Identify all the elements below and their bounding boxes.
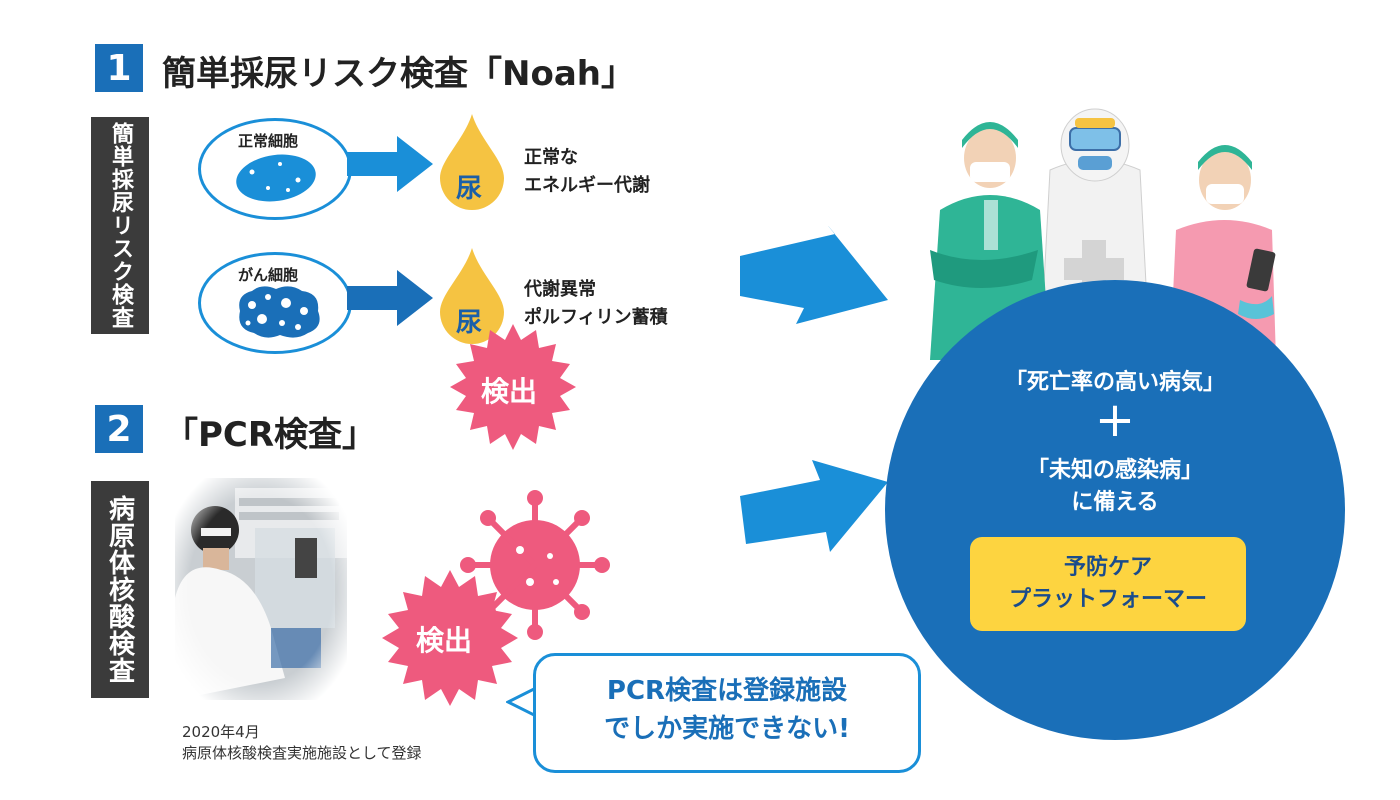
normal-desc-line2: エネルギー代謝 <box>524 175 650 196</box>
virus-icon <box>460 490 610 640</box>
caption-line2: 病原体核酸検査実施施設として登録 <box>182 744 422 762</box>
right-arrow-icon <box>740 460 888 552</box>
cancer-cell-icon <box>239 286 320 338</box>
normal-cell-icon <box>236 154 316 202</box>
speech-bubble <box>533 653 921 773</box>
right-arrow-icon <box>740 226 888 324</box>
bubble-line1: PCR検査は登録施設 <box>606 676 848 706</box>
lab-photo <box>175 478 347 700</box>
circle-line1: 「死亡率の高い病気」 <box>1004 370 1225 395</box>
normal-desc-line1: 正常な <box>524 147 578 168</box>
section1-title: 簡単採尿リスク検査「Noah」 <box>162 54 635 94</box>
section2-title: 「PCR検査」 <box>164 415 377 455</box>
urine-drop-label: 尿 <box>456 308 483 338</box>
lab-caption: 2020年4月 病原体核酸検査実施施設として登録 <box>182 722 422 764</box>
detect-badge-label: 検出 <box>416 624 473 657</box>
section2-side-label: 病原体核酸検査 <box>91 481 149 698</box>
bubble-line2: でしか実施できない! <box>604 714 850 744</box>
urine-drop-icon <box>440 114 504 210</box>
burst-badge-icon <box>382 570 518 706</box>
section1-number: 1 <box>95 44 143 92</box>
detect-badge-label: 検出 <box>481 375 538 408</box>
normal-cell-label: 正常細胞 <box>238 132 299 150</box>
care-button-line2: プラットフォーマー <box>1008 587 1207 612</box>
cancer-desc-line1: 代謝異常 <box>524 279 596 300</box>
circle-line3: に備える <box>1071 490 1159 515</box>
burst-badge-icon <box>450 324 576 450</box>
preventive-care-button: 予防ケア プラットフォーマー <box>970 537 1246 631</box>
caption-line1: 2020年4月 <box>182 723 260 741</box>
section1-side-label: 簡単採尿リスク検査 <box>91 117 149 334</box>
urine-drop-icon <box>440 248 504 344</box>
circle-line2: 「未知の感染病」 <box>1026 458 1203 483</box>
right-arrow-icon <box>347 270 433 326</box>
cancer-desc: 代謝異常 ポルフィリン蓄積 <box>524 276 668 332</box>
bubble-text: PCR検査は登録施設 でしか実施できない! <box>533 672 921 748</box>
plus-icon: + <box>1094 392 1136 448</box>
section2-number: 2 <box>95 405 143 453</box>
urine-drop-label: 尿 <box>456 174 483 204</box>
summary-circle <box>885 280 1345 740</box>
cancer-desc-line2: ポルフィリン蓄積 <box>524 307 668 328</box>
section2-side-label-text: 病原体核酸検査 <box>104 495 135 684</box>
right-arrow-icon <box>347 136 433 192</box>
cancer-cell-label: がん細胞 <box>238 266 299 284</box>
section1-side-label-text: 簡単採尿リスク検査 <box>108 122 133 329</box>
normal-desc: 正常な エネルギー代謝 <box>524 144 650 200</box>
care-button-line1: 予防ケア <box>1063 555 1152 580</box>
